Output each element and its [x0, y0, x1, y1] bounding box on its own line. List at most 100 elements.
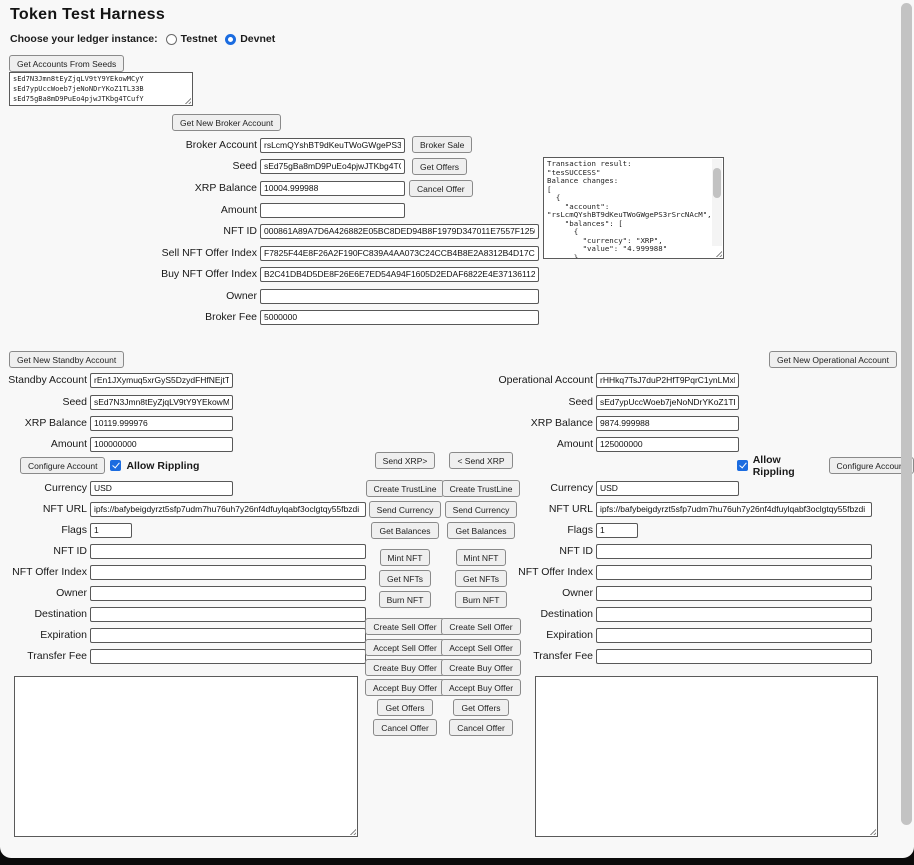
sell-nft-offer-index-input[interactable]: [260, 245, 539, 261]
standby-xrp-balance-input[interactable]: [90, 415, 233, 431]
broker-nft-id-input[interactable]: [260, 223, 539, 239]
standby-nft-offer-index-input[interactable]: [90, 564, 366, 580]
buy-nft-offer-index-input[interactable]: [260, 266, 539, 282]
operational-owner-input[interactable]: [596, 585, 872, 601]
standby-get-offers-button[interactable]: Get Offers: [377, 699, 433, 716]
operational-currency-input[interactable]: [596, 480, 739, 496]
standby-account-input[interactable]: [90, 372, 233, 388]
send-xrp-row: Send XRP> < Send XRP: [369, 452, 517, 469]
get-new-broker-account-button[interactable]: Get New Broker Account: [172, 114, 282, 131]
standby-currency-row: Currency: [0, 480, 233, 496]
operational-create-buy-offer-button[interactable]: Create Buy Offer: [441, 659, 521, 676]
devnet-radio[interactable]: [225, 33, 237, 45]
broker-owner-input[interactable]: [260, 288, 539, 304]
get-new-operational-account-button[interactable]: Get New Operational Account: [769, 351, 897, 368]
operational-transfer-fee-row: Transfer Fee: [490, 648, 872, 664]
operational-xrp-balance-input[interactable]: [596, 415, 739, 431]
standby-owner-input[interactable]: [90, 585, 366, 601]
broker-get-offers-button[interactable]: Get Offers: [412, 158, 468, 175]
operational-account-row: Operational Account: [490, 372, 739, 388]
standby-allow-rippling-checkbox[interactable]: [110, 460, 122, 471]
standby-flags-input[interactable]: [90, 522, 132, 538]
operational-accept-buy-offer-button[interactable]: Accept Buy Offer: [440, 679, 522, 696]
operational-nft-id-input[interactable]: [596, 543, 872, 559]
operational-owner-label: Owner: [562, 587, 593, 599]
get-accounts-from-seeds-button[interactable]: Get Accounts From Seeds: [9, 55, 125, 72]
standby-account-row: Standby Account: [0, 372, 233, 388]
broker-fee-input[interactable]: [260, 309, 539, 325]
standby-create-buy-offer-button[interactable]: Create Buy Offer: [365, 659, 445, 676]
standby-mint-nft-button[interactable]: Mint NFT: [379, 549, 431, 566]
operational-nft-offer-index-input[interactable]: [596, 564, 872, 580]
page-scrollbar[interactable]: [901, 3, 912, 825]
broker-owner-row: Owner: [0, 288, 539, 304]
operational-expiration-input[interactable]: [596, 627, 872, 643]
standby-seed-input[interactable]: [90, 394, 233, 410]
standby-destination-input[interactable]: [90, 606, 366, 622]
operational-account-input[interactable]: [596, 372, 739, 388]
standby-nft-id-input[interactable]: [90, 543, 366, 559]
broker-amount-input[interactable]: [260, 202, 405, 218]
broker-cancel-offer-button[interactable]: Cancel Offer: [409, 180, 473, 197]
send-xrp-to-operational-button[interactable]: Send XRP>: [374, 452, 436, 469]
operational-nft-url-label: NFT URL: [548, 503, 593, 515]
mint-nft-row: Mint NFT Mint NFT: [369, 549, 517, 566]
operational-nft-url-input[interactable]: [596, 501, 872, 517]
operational-amount-input[interactable]: [596, 436, 739, 452]
broker-seed-input[interactable]: [260, 158, 405, 174]
standby-currency-input[interactable]: [90, 480, 233, 496]
resize-handle-icon[interactable]: [348, 827, 356, 835]
resize-handle-icon[interactable]: [183, 96, 191, 104]
operational-seed-label: Seed: [568, 396, 593, 408]
standby-send-currency-button[interactable]: Send Currency: [368, 501, 442, 518]
operational-allow-rippling-checkbox[interactable]: [737, 460, 748, 471]
results-scrollbar-thumb[interactable]: [713, 168, 721, 198]
operational-accept-sell-offer-button[interactable]: Accept Sell Offer: [441, 639, 521, 656]
operational-create-trustline-button[interactable]: Create TrustLine: [441, 480, 521, 497]
operational-amount-label: Amount: [556, 438, 593, 450]
broker-results-textarea[interactable]: Transaction result: "tesSUCCESS" Balance…: [544, 158, 723, 258]
standby-create-sell-offer-button[interactable]: Create Sell Offer: [365, 618, 445, 635]
standby-expiration-input[interactable]: [90, 627, 366, 643]
operational-burn-nft-button[interactable]: Burn NFT: [454, 591, 508, 608]
standby-cancel-offer-button[interactable]: Cancel Offer: [373, 719, 437, 736]
broker-account-input[interactable]: [260, 137, 405, 153]
operational-flags-input[interactable]: [596, 522, 638, 538]
broker-seed-label: Seed: [232, 160, 257, 172]
operational-seed-input[interactable]: [596, 394, 739, 410]
operational-destination-input[interactable]: [596, 606, 872, 622]
operational-get-offers-button[interactable]: Get Offers: [453, 699, 509, 716]
operational-send-currency-button[interactable]: Send Currency: [444, 501, 518, 518]
standby-burn-nft-button[interactable]: Burn NFT: [378, 591, 432, 608]
standby-configure-account-button[interactable]: Configure Account: [20, 457, 106, 474]
standby-transfer-fee-input[interactable]: [90, 648, 366, 664]
broker-sale-button[interactable]: Broker Sale: [412, 136, 473, 153]
operational-results-textarea[interactable]: [536, 677, 877, 836]
operational-mint-nft-button[interactable]: Mint NFT: [455, 549, 507, 566]
operational-transfer-fee-input[interactable]: [596, 648, 872, 664]
standby-amount-input[interactable]: [90, 436, 233, 452]
testnet-radio-label: Testnet: [180, 33, 218, 45]
operational-create-sell-offer-button[interactable]: Create Sell Offer: [441, 618, 521, 635]
standby-nft-url-input[interactable]: [90, 501, 366, 517]
operational-get-nfts-button[interactable]: Get NFTs: [455, 570, 507, 587]
standby-create-trustline-button[interactable]: Create TrustLine: [365, 480, 445, 497]
resize-handle-icon[interactable]: [868, 827, 876, 835]
operational-cancel-offer-button[interactable]: Cancel Offer: [449, 719, 513, 736]
operational-configure-account-button[interactable]: Configure Account: [828, 457, 914, 474]
broker-nft-id-row: NFT ID: [0, 223, 539, 239]
standby-accept-buy-offer-button[interactable]: Accept Buy Offer: [364, 679, 446, 696]
standby-accept-sell-offer-button[interactable]: Accept Sell Offer: [365, 639, 445, 656]
results-scrollbar[interactable]: [712, 159, 722, 246]
testnet-radio[interactable]: [165, 33, 177, 45]
seeds-textarea[interactable]: sEd7N3Jmn8tEyZjqLV9tY9YEkowMCyY sEd7ypUc…: [10, 73, 192, 105]
standby-get-balances-button[interactable]: Get Balances: [371, 522, 439, 539]
operational-get-balances-button[interactable]: Get Balances: [447, 522, 515, 539]
standby-get-nfts-button[interactable]: Get NFTs: [379, 570, 431, 587]
standby-results-textarea[interactable]: [15, 677, 357, 836]
send-xrp-to-standby-button[interactable]: < Send XRP: [449, 452, 513, 469]
get-new-standby-account-button[interactable]: Get New Standby Account: [9, 351, 125, 368]
resize-handle-icon[interactable]: [714, 249, 722, 257]
broker-xrp-balance-input[interactable]: [260, 180, 405, 196]
get-offers-row: Get Offers Get Offers: [369, 699, 517, 716]
